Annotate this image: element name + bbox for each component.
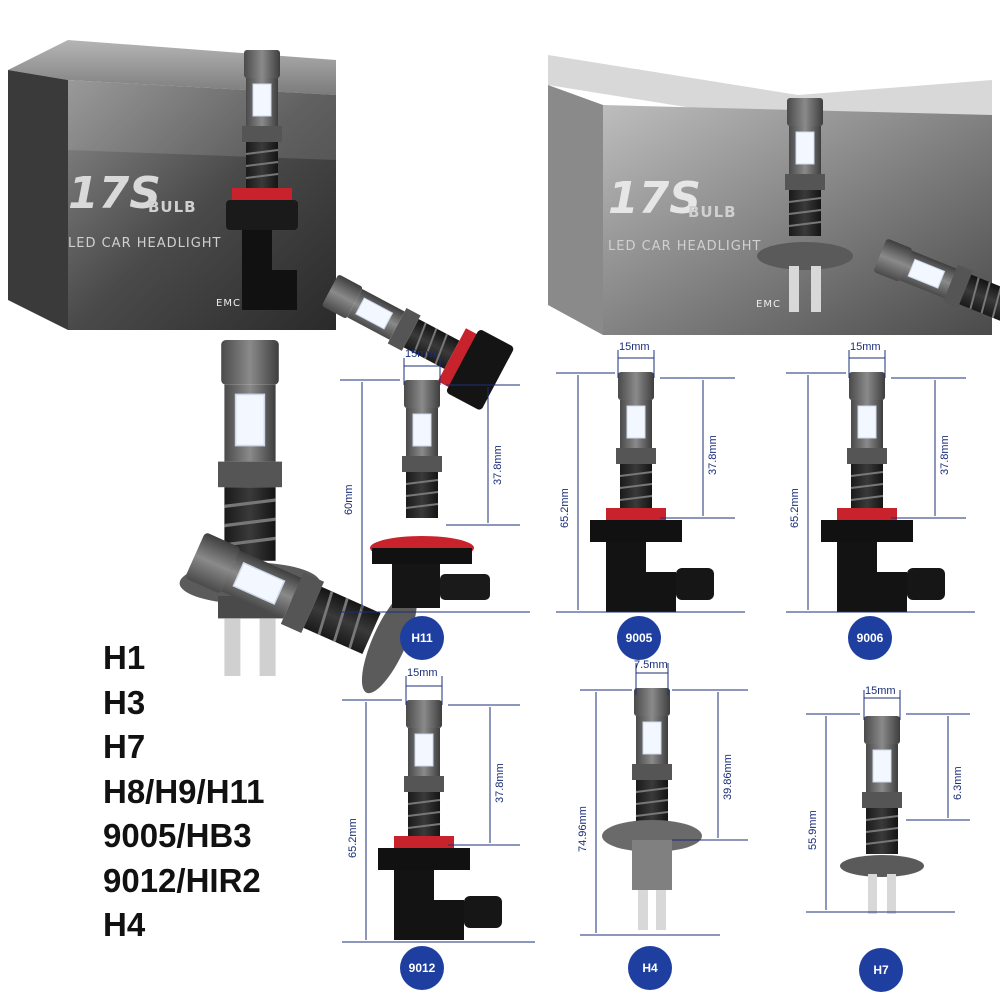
h11-width-label: 15mm [405,348,436,360]
box-right-brand: 17S [608,173,701,224]
h11-badge: H11 [400,616,444,660]
9006-led-label: 37.8mm [939,435,951,475]
box-left-brand-suffix: BULB [148,198,197,216]
box-right-subtitle: LED CAR HEADLIGHT [608,239,762,254]
dimension-lines [340,350,975,943]
model-item: H8/H9/H11 [103,772,265,810]
9006-width-label: 15mm [850,341,881,353]
model-item: 9005/HB3 [103,817,252,854]
diagram-9006-bulb [821,371,945,612]
diagram-9005-bulb [590,371,714,612]
diagram-h4-bulb [602,687,702,930]
h4-width-label: 7.5mm [634,659,668,671]
diagram-h11-bulb [370,379,490,608]
diagram-9012-bulb [378,699,502,940]
h7-height-label: 55.9mm [807,810,819,850]
model-item: H3 [103,683,146,721]
h7-badge: H7 [859,948,903,992]
h7-led-label: 6.3mm [952,766,964,800]
9012-height-label: 65.2mm [347,818,359,858]
h7-width-label: 15mm [865,685,896,697]
9005-led-label: 37.8mm [707,435,719,475]
h4-height-label: 74.96mm [577,806,589,852]
model-item: 9012/HIR2 [103,861,261,899]
9012-led-label: 37.8mm [494,763,506,803]
h11-led-label: 37.8mm [492,445,504,485]
9005-width-label: 15mm [619,341,650,353]
box-right-brand-suffix: BULB [688,203,737,221]
9005-height-label: 65.2mm [559,488,571,528]
box-left-subtitle: LED CAR HEADLIGHT [68,236,222,251]
model-item: H7 [103,728,146,765]
h11-height-label: 60mm [343,484,355,515]
model-item: H1 [103,639,146,676]
box-left-bulb-lying [319,271,514,410]
box-right-cert: EMC [756,299,781,310]
9012-width-label: 15mm [407,667,438,679]
9006-height-label: 65.2mm [789,488,801,528]
9012-badge: 9012 [400,946,444,990]
box-left-cert: EMC [216,298,241,309]
box-left-brand: 17S [68,168,161,219]
model-item: H4 [103,906,146,943]
large-h7-bulb-lying [182,528,417,694]
box-right-bulb-lying [871,235,1000,327]
9005-badge: 9005 [617,616,661,660]
diagram-h7-bulb [840,715,924,914]
9006-badge: 9006 [848,616,892,660]
compatible-model-list: H1 H3 H7 H8/H9/H11 9005/HB3 9012/HIR2 H4 [103,636,264,948]
h4-badge: H4 [628,946,672,990]
h4-led-label: 39.86mm [722,754,734,800]
box-left-bulb-upright [226,49,298,310]
box-right-bulb-upright [757,97,853,312]
